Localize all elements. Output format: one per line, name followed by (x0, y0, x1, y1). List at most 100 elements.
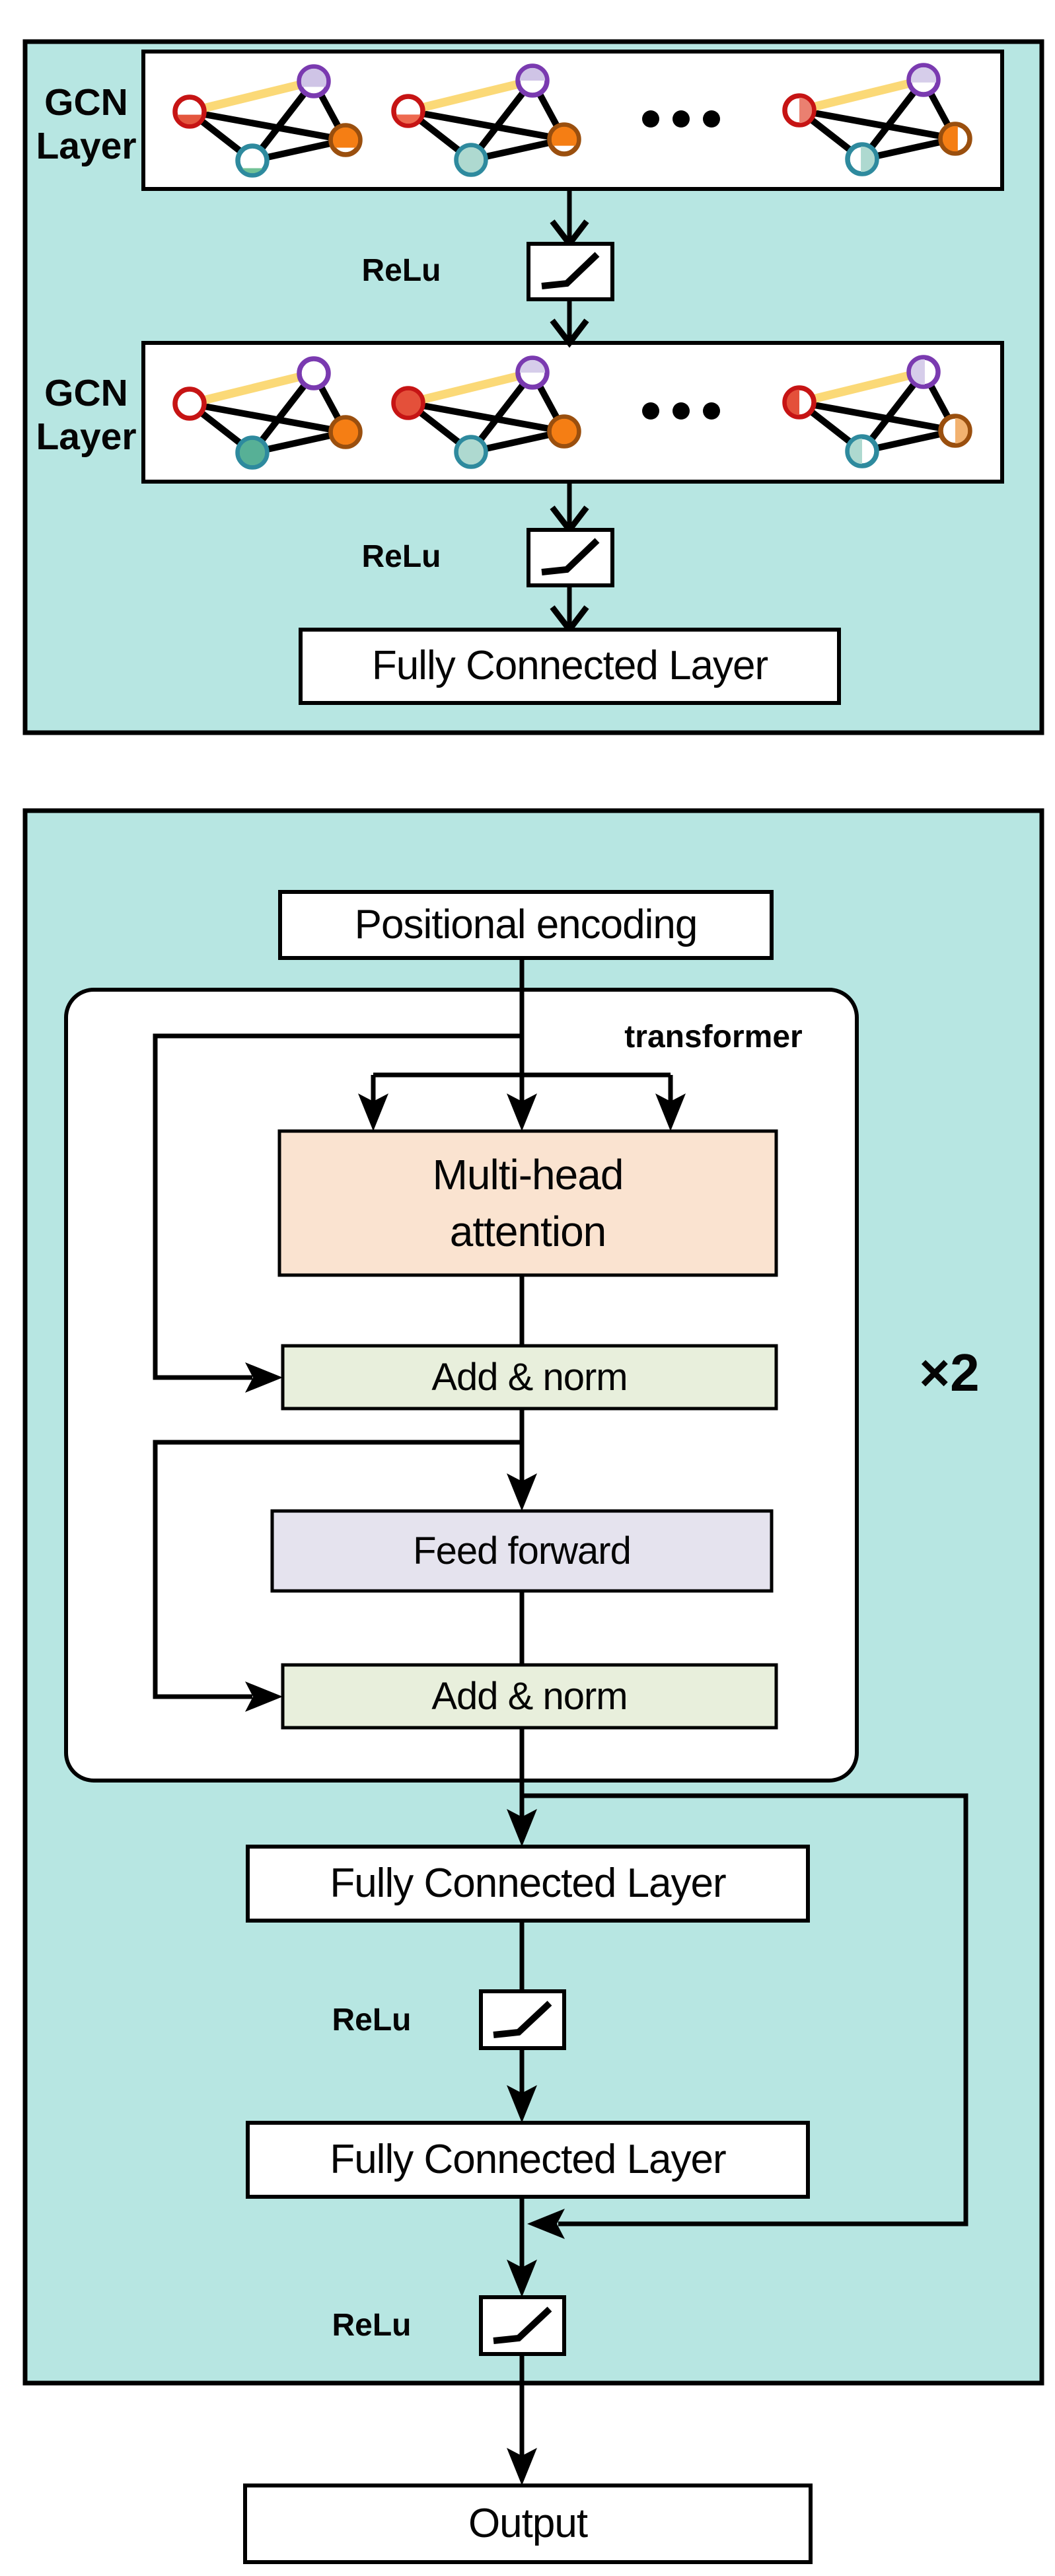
relu-curve-icon (493, 2001, 552, 2038)
graph-node-purple (297, 356, 331, 390)
graph-edge (189, 108, 346, 143)
times-2-label: ×2 (919, 1343, 980, 1402)
graph-edge (407, 76, 534, 116)
relu-label-1: ReLu (361, 252, 441, 288)
gcn-layer-label-line1: GCN (44, 371, 128, 414)
graph-edge (799, 107, 956, 142)
graph-motif (782, 355, 972, 468)
graph-node-fill (551, 418, 577, 445)
arrow-into-output (507, 2448, 537, 2485)
relu-icon-box-3 (479, 1989, 566, 2050)
graph-illustrations (172, 63, 972, 470)
arrow-into-addnorm1 (245, 1362, 283, 1393)
graph-motif (782, 63, 972, 176)
fc-box-2 (246, 2121, 810, 2199)
graph-edge (408, 108, 565, 143)
graph-node-fill (519, 67, 546, 81)
multi-head-attention-label: Multi-head attention (279, 1131, 776, 1275)
arrow-into-mha-left (358, 1093, 388, 1131)
feed-forward-box (270, 1509, 774, 1593)
graph-edge (407, 368, 534, 408)
gcn-layer-label-1: GCN Layer (18, 78, 154, 170)
output-label: Output (468, 2500, 588, 2546)
graph-edge (188, 77, 315, 116)
graph-edge (188, 369, 315, 408)
graph-node-fill (849, 438, 862, 464)
solid-arrowheads (245, 1093, 686, 2485)
feed-forward-label: Feed forward (413, 1529, 632, 1572)
gcn-layer-label-2: GCN Layer (18, 369, 154, 461)
relu-icon-box-1 (527, 242, 614, 301)
arrow-into-fc2 (507, 2085, 537, 2123)
graph-node-fill (861, 146, 875, 172)
graph-node-fill (458, 147, 484, 173)
positional-encoding-box (278, 890, 774, 960)
ellipsis-icon (642, 110, 720, 420)
arrow-into-addnorm2 (245, 1681, 283, 1712)
graph-motif (391, 63, 581, 177)
relu-icon-box-2 (527, 528, 614, 587)
graph-node-fill (176, 114, 203, 125)
gcn-layer-label-line2: Layer (36, 416, 137, 458)
graph-node-fill (942, 126, 958, 152)
add-norm-label-2: Add & norm (431, 1674, 628, 1718)
multi-head-attention-line1: Multi-head (432, 1150, 624, 1198)
arrow-into-relu-bottom (507, 2260, 537, 2297)
graph-edge (408, 400, 565, 435)
gcn-layer-label-line1: GCN (44, 81, 128, 124)
relu-curve-icon (541, 252, 600, 289)
graph-node-fill (395, 114, 421, 124)
add-norm-box-2 (281, 1663, 778, 1730)
graph-motif (172, 64, 363, 178)
graph-node-fill (910, 359, 925, 385)
arrow-into-feedforward (507, 1473, 537, 1511)
graph-node-fill (519, 359, 546, 373)
relu-curve-icon (493, 2306, 552, 2344)
graph-edge (189, 400, 346, 435)
graph-node-fill (910, 67, 937, 83)
gcn-layer-label-line2: Layer (36, 125, 137, 167)
relu-label-2: ReLu (361, 538, 441, 574)
transformer-label: transformer (624, 1019, 803, 1054)
graph-node-fill (799, 97, 813, 124)
graph-edge (798, 75, 925, 115)
graph-edge (799, 399, 956, 434)
add-norm-label-1: Add & norm (431, 1355, 628, 1399)
graph-motif (172, 356, 363, 470)
skip-connection-2 (153, 1440, 522, 1699)
graph-node-fill (239, 168, 266, 174)
arrow-into-mha-center (507, 1093, 537, 1131)
fully-connected-box-top (299, 628, 841, 705)
multi-head-attention-line2: attention (449, 1208, 607, 1255)
graph-node-fill (395, 390, 421, 416)
add-norm-box-1 (281, 1344, 778, 1411)
graph-node-fill (239, 439, 266, 466)
relu-icon-box-4 (479, 2295, 566, 2356)
graph-edge (798, 367, 925, 407)
graph-node-fill (332, 419, 359, 445)
graph-node-fill (955, 418, 968, 444)
relu-curve-icon (541, 538, 600, 575)
relu-label-4: ReLu (332, 2307, 412, 2343)
graph-node-fill (458, 439, 484, 465)
positional-encoding-label: Positional encoding (354, 901, 698, 947)
graph-node-fill (332, 127, 359, 148)
transformer-connector-lines (153, 958, 968, 2457)
arrow-into-fc1 (507, 1809, 537, 1847)
skip-connection-1 (153, 1033, 522, 1380)
multi-head-attention-box (277, 1129, 778, 1277)
arrow-into-mha-right (655, 1093, 686, 1131)
graph-node-red (172, 386, 207, 421)
skip-connection-around-fc (522, 1793, 968, 2226)
relu-label-3: ReLu (332, 2002, 412, 2038)
arrow-into-row-2 (550, 318, 589, 348)
fully-connected-label-1: Fully Connected Layer (330, 1860, 726, 1906)
output-box (243, 2484, 813, 2564)
fc-box-1 (246, 1845, 810, 1923)
graph-motif (391, 355, 581, 469)
graph-node-fill (786, 389, 799, 416)
fully-connected-label-2: Fully Connected Layer (330, 2136, 726, 2182)
graph-node-teal (235, 143, 270, 178)
